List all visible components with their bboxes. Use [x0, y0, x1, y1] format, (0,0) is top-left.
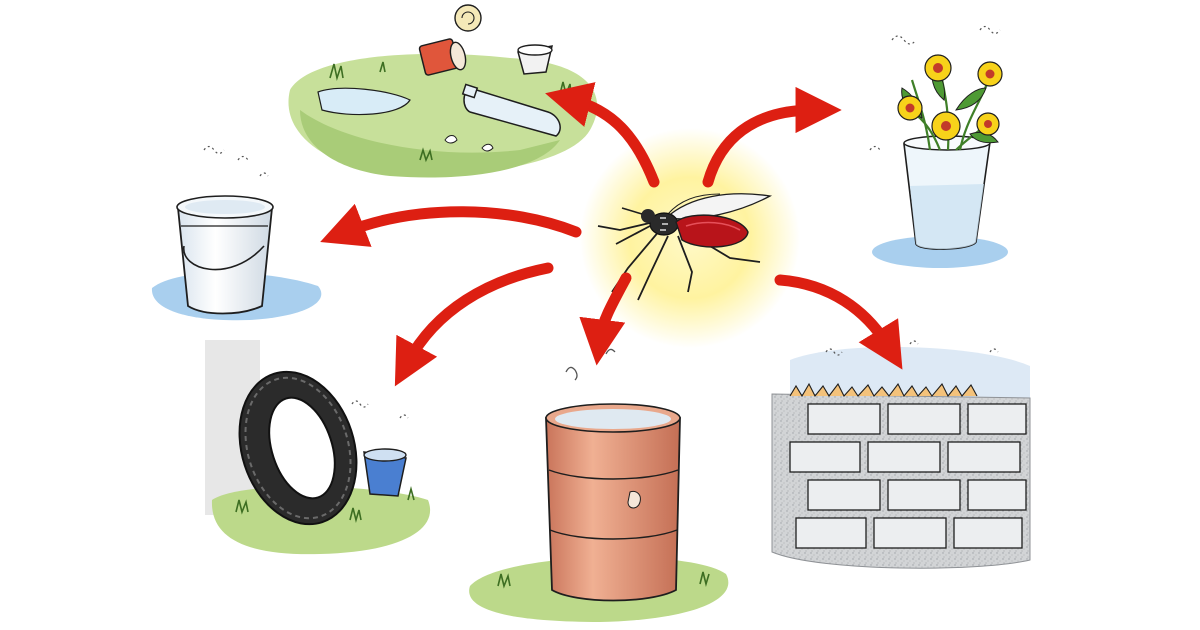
can-icon — [418, 38, 467, 76]
bucket-icon — [176, 195, 274, 315]
arrow-to-brick-wall — [774, 274, 903, 370]
mosquito-icon — [597, 193, 773, 301]
flower-icon — [897, 54, 1003, 141]
bucket-scene — [151, 145, 322, 321]
arrow-to-bucket — [320, 203, 582, 247]
cup-icon — [517, 44, 553, 75]
arrow-to-oil-barrel — [579, 272, 632, 366]
flower-vase-scene — [869, 25, 1008, 268]
oil-barrel-scene — [469, 348, 729, 622]
wall-icon — [771, 382, 1031, 569]
tin-can-icon — [363, 448, 407, 497]
vase-icon — [903, 135, 991, 250]
tire-icon — [238, 370, 358, 526]
arrow-to-tire-and-can — [394, 262, 554, 387]
barrel-icon — [545, 403, 681, 602]
lid-icon — [454, 4, 482, 32]
tire-and-can-scene — [205, 340, 431, 555]
arrow-to-flower-vase — [702, 86, 842, 188]
arrow-to-littered-ground — [545, 82, 660, 188]
arrows — [320, 82, 903, 387]
brick-wall-scene — [771, 340, 1031, 569]
littered-ground-scene — [288, 4, 598, 178]
mosquito-hub — [580, 128, 800, 348]
